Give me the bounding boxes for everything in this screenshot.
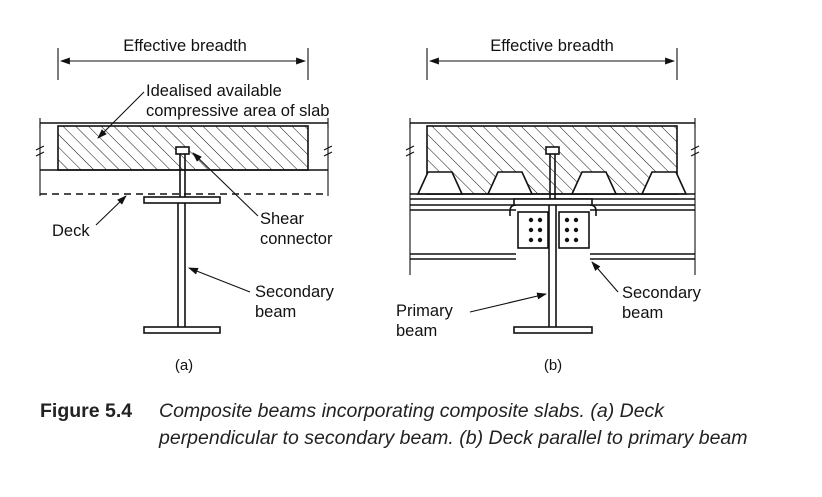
sublabel-b: (b) <box>544 357 562 374</box>
composite-beam-diagram: Effective breadth I <box>35 37 702 374</box>
shear-connector-a <box>175 146 190 197</box>
primary-beam-b <box>513 198 593 334</box>
fin-plate-connection-b <box>517 211 590 249</box>
effective-breadth-label-b: Effective breadth <box>490 37 614 55</box>
panel-a: Effective breadth I <box>35 37 335 374</box>
effective-breadth-label-a: Effective breadth <box>123 37 247 55</box>
secondary-beam-label-a-line1: Secondary <box>255 283 335 301</box>
bolt-holes <box>528 217 579 243</box>
shear-connector-leader <box>192 152 259 217</box>
figure-caption-text: Composite beams incorporating composite … <box>159 400 748 449</box>
shear-connector-label-line1: Shear <box>260 210 305 228</box>
secondary-beam-a <box>143 196 221 334</box>
idealised-label-line2: compressive area of slab <box>146 102 329 120</box>
deck-leader <box>95 195 127 226</box>
compressive-area-hatch-b <box>426 125 678 195</box>
secondary-beam-label-b-line2: beam <box>622 304 663 322</box>
shear-connector-label-line2: connector <box>260 230 333 248</box>
idealised-label-line1: Idealised available <box>146 82 282 100</box>
primary-beam-label-line1: Primary <box>396 302 454 320</box>
effective-breadth-dimension-b <box>426 48 678 80</box>
secondary-beam-b <box>410 204 695 260</box>
idealised-leader <box>97 91 145 139</box>
effective-breadth-dimension-a <box>57 48 309 80</box>
secondary-beam-label-b-line1: Secondary <box>622 284 702 302</box>
panel-b: Effective breadth <box>396 37 702 374</box>
primary-beam-label-line2: beam <box>396 322 437 340</box>
deck-label: Deck <box>52 222 90 240</box>
secondary-beam-leader-b <box>591 261 619 293</box>
slab-b <box>405 118 700 275</box>
primary-beam-leader <box>469 292 547 313</box>
sublabel-a: (a) <box>175 357 193 374</box>
slab-a <box>35 118 333 196</box>
secondary-beam-label-a-line2: beam <box>255 303 296 321</box>
secondary-beam-leader-a <box>188 267 251 293</box>
shear-connector-b <box>545 146 560 199</box>
figure-number: Figure 5.4 <box>40 400 133 422</box>
